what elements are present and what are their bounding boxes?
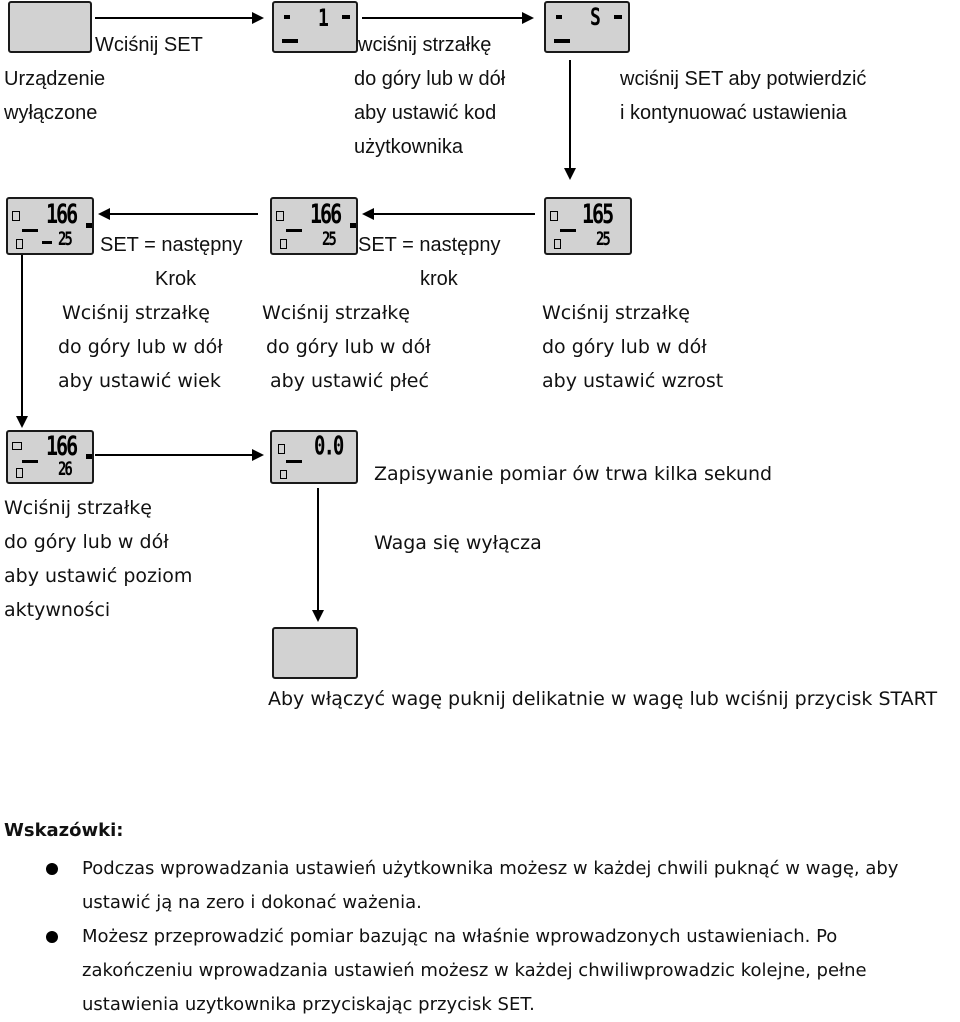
lcd-screen-confirm: S <box>544 1 630 53</box>
label-urzadzenie: Urządzenie <box>4 68 106 90</box>
lcd-screen-user-code: 1 <box>272 1 358 53</box>
lcd-digits-bottom: 25 <box>596 228 611 251</box>
label-set-next-2: SET = następny <box>358 234 501 256</box>
lcd-digits: 0.0 <box>314 431 344 461</box>
label-s3-l2: i kontynuować ustawienia <box>620 102 847 124</box>
label-act-l4: aktywności <box>4 599 111 621</box>
lcd-screen-activity: 166 26 <box>6 430 94 484</box>
label-sex-l2: do góry lub w dół <box>266 336 431 358</box>
lcd-screen-sex: 166 25 <box>270 197 358 255</box>
hint-1-line-1: Podczas wprowadzania ustawień użytkownik… <box>82 858 899 879</box>
label-wcisnij-set: Wciśnij SET <box>95 34 203 56</box>
lcd-digits: 1 <box>318 4 329 33</box>
hint-2-line-3: ustawienia uzytkownika przyciskając przy… <box>82 994 535 1015</box>
label-saving: Zapisywanie pomiar ów trwa kilka sekund <box>374 463 773 485</box>
lcd-screen-age: 166 25 <box>6 197 94 255</box>
label-age-l3: aby ustawić wiek <box>58 370 221 392</box>
label-s2-l1: wciśnij strzałkę <box>358 34 492 56</box>
bullet-icon <box>46 863 58 875</box>
lcd-digits-top: 166 <box>46 429 78 462</box>
lcd-digits-bottom: 25 <box>58 228 73 251</box>
hint-1-line-2: ustawić ją na zero i dokonać ważenia. <box>82 892 422 913</box>
bullet-icon <box>46 931 58 943</box>
lcd-screen-saving: 0.0 <box>270 430 358 484</box>
hints-title: Wskazówki: <box>4 820 124 841</box>
label-s2-l4: użytkownika <box>354 136 463 158</box>
label-turn-on: Aby włączyć wagę puknij delikatnie w wag… <box>268 688 938 710</box>
label-sex-l3: aby ustawić płeć <box>270 370 429 392</box>
lcd-screen-off <box>8 1 92 53</box>
label-height-l1: Wciśnij strzałkę <box>542 302 690 324</box>
label-act-l1: Wciśnij strzałkę <box>4 497 152 519</box>
label-set-next-1: SET = następny <box>100 234 243 256</box>
label-s2-l2: do góry lub w dół <box>354 68 506 90</box>
label-age-l2: do góry lub w dół <box>58 336 223 358</box>
label-height-l2: do góry lub w dół <box>542 336 707 358</box>
label-act-l3: aby ustawić poziom <box>4 565 193 587</box>
label-wylaczone: wyłączone <box>4 102 98 124</box>
lcd-digits-bottom: 26 <box>58 458 73 481</box>
lcd-screen-height: 165 25 <box>544 197 632 255</box>
label-scale-off: Waga się wyłącza <box>374 532 542 554</box>
hint-2-line-2: zakończeniu wprowadzania ustawień możesz… <box>82 960 867 981</box>
hint-item-1: Podczas wprowadzania ustawień użytkownik… <box>46 852 960 920</box>
label-krok-1: Krok <box>155 268 197 290</box>
hint-2-line-1: Możesz przeprowadzić pomiar bazując na w… <box>82 926 838 947</box>
lcd-screen-blank <box>272 627 358 679</box>
lcd-digits-top: 165 <box>582 197 614 230</box>
lcd-digits-top: 166 <box>310 197 342 230</box>
lcd-digits-top: 166 <box>46 197 78 230</box>
hint-item-2: Możesz przeprowadzić pomiar bazując na w… <box>46 920 960 1022</box>
label-sex-l1: Wciśnij strzałkę <box>262 302 410 324</box>
lcd-digits-bottom: 25 <box>322 228 337 251</box>
label-act-l2: do góry lub w dół <box>4 531 169 553</box>
label-krok-2: krok <box>420 268 458 290</box>
label-s3-l1: wciśnij SET aby potwierdzić <box>620 68 867 90</box>
label-s2-l3: aby ustawić kod <box>354 102 497 124</box>
lcd-digits: S <box>590 3 601 32</box>
label-height-l3: aby ustawić wzrost <box>542 370 724 392</box>
label-age-l1: Wciśnij strzałkę <box>62 302 210 324</box>
